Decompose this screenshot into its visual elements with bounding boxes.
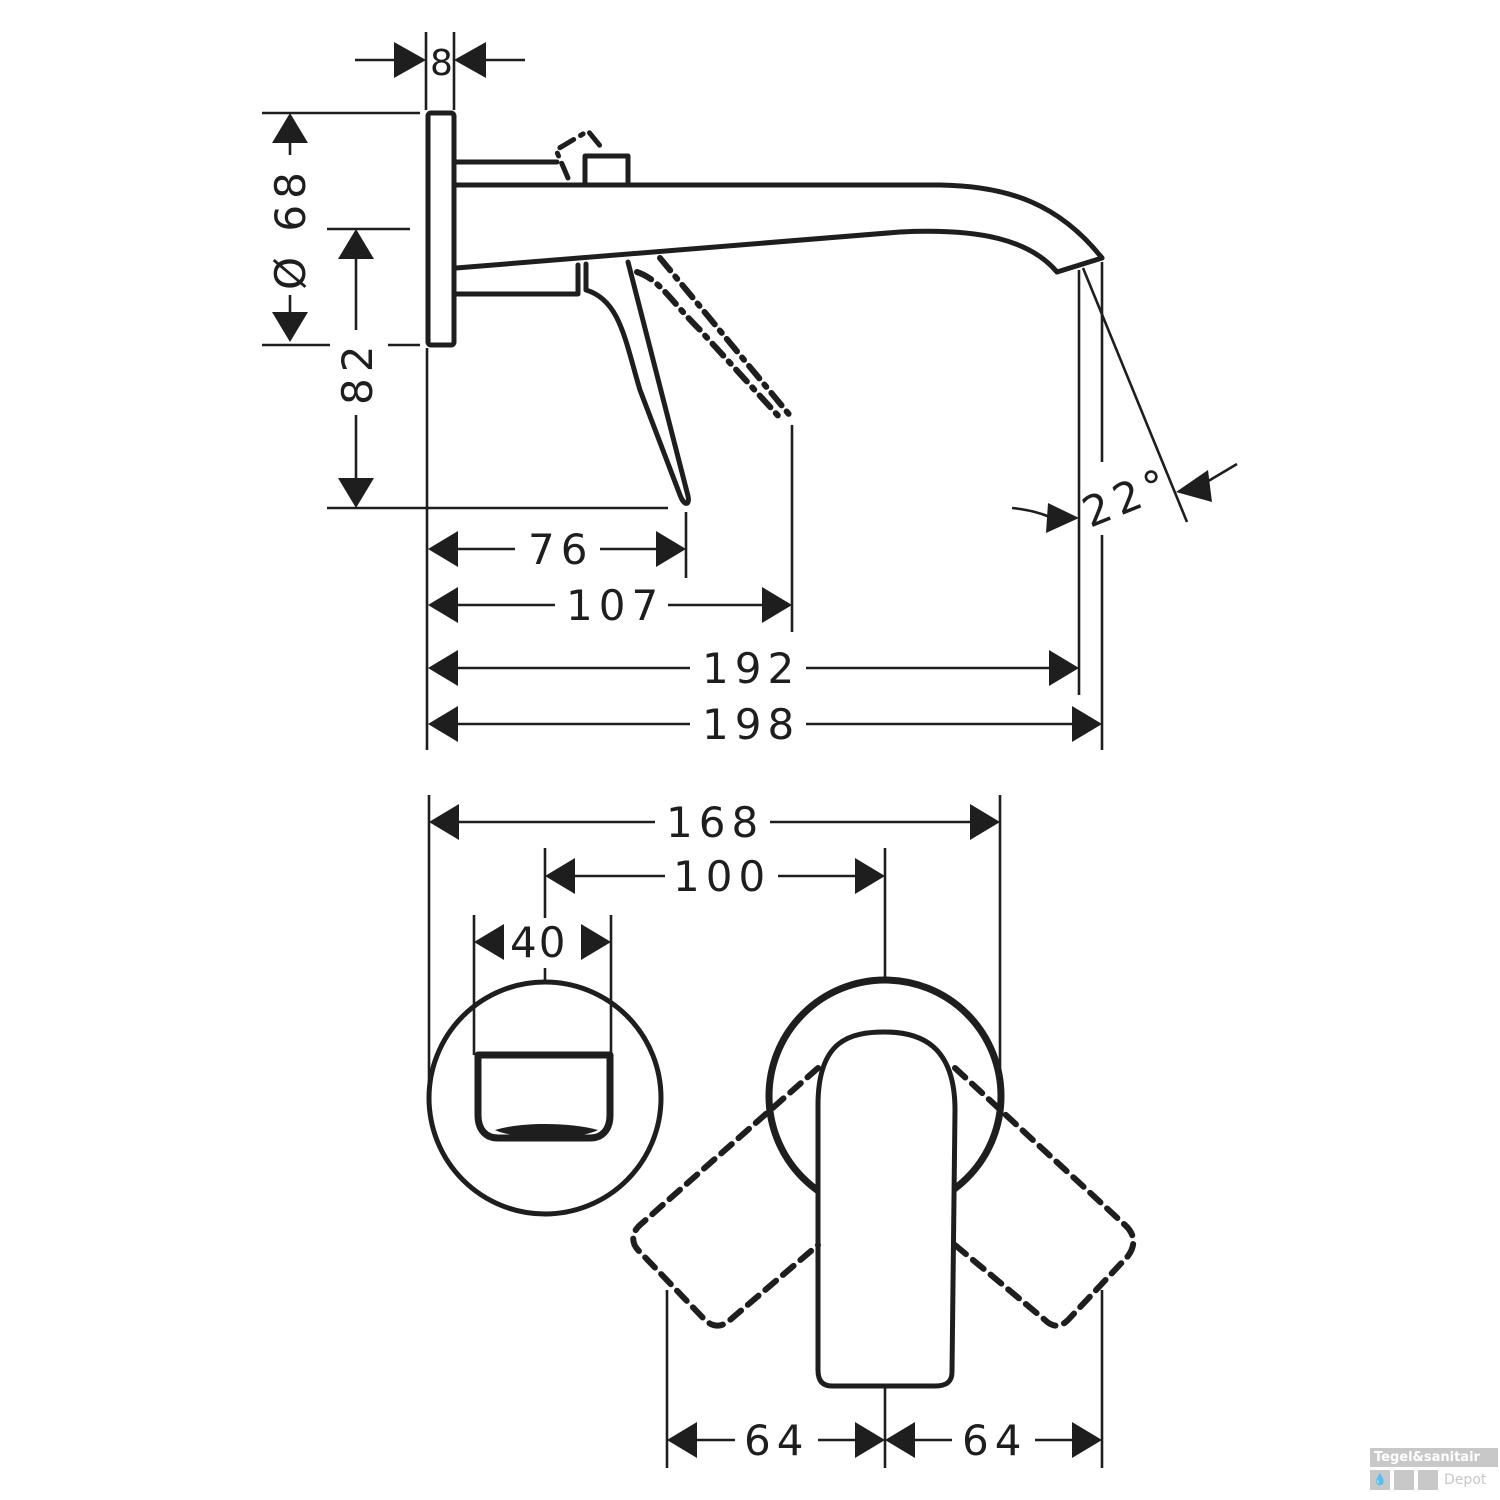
dim-rosette-diameter: Ø 68 (262, 111, 420, 347)
spout-upper-edge (625, 182, 1105, 261)
valve-cap-alt (552, 127, 604, 181)
dim-handle-height: 82 (327, 227, 668, 510)
dim-label-76: 76 (528, 525, 593, 574)
watermark-depot: Depot (1444, 1472, 1487, 1488)
water-drop-icon: 💧 (1370, 1470, 1390, 1490)
tile-square-icon (1418, 1470, 1438, 1490)
watermark-logo: Tegel&sanitair 💧 Depot (1370, 1448, 1498, 1490)
valve-body-bottom (453, 259, 691, 506)
dim-label-40: 40 (510, 918, 567, 967)
dim-rosette-thickness: 8 (355, 32, 525, 110)
dim-label-64-left: 64 (744, 1416, 809, 1465)
dim-overall-width: 168 (429, 798, 1000, 847)
tile-square-icon (1394, 1470, 1414, 1490)
spout-aerator (495, 1124, 598, 1138)
dim-label-107: 107 (566, 581, 664, 630)
dim-label-192: 192 (702, 644, 800, 693)
watermark-brand: Tegel&sanitair (1370, 1448, 1498, 1467)
spout-rosette (426, 979, 664, 1217)
front-view: 168 100 40 64 64 (426, 795, 1137, 1468)
dim-label-8: 8 (430, 43, 453, 84)
dim-center-distance: 100 (545, 852, 885, 901)
dim-spout-width: 40 (474, 918, 611, 967)
dim-handle-tip-depth: 76 (428, 525, 686, 574)
spout-outlet (1054, 255, 1105, 275)
handle-open-position-a (634, 269, 785, 423)
dim-label-64-right: 64 (962, 1416, 1027, 1465)
dim-label-82: 82 (333, 340, 382, 405)
dim-label-100: 100 (673, 852, 771, 901)
dim-spout-outlet-depth: 192 (428, 644, 1079, 693)
dim-label-22-degrees: 22° (1075, 457, 1179, 537)
spout-outlet-front (474, 1051, 614, 1142)
dim-label-198: 198 (702, 700, 800, 749)
angle-line-22 (1081, 267, 1189, 523)
handle-open-position-b (657, 255, 795, 421)
valve-body-top (453, 159, 943, 188)
valve-cap (582, 153, 631, 188)
watermark-row: 💧 Depot (1370, 1470, 1498, 1490)
dim-spout-angle: 22° (1011, 457, 1238, 537)
dim-handle-open-depth: 107 (428, 581, 792, 630)
rosette-plate (425, 110, 457, 348)
dim-label-diameter-68: Ø 68 (266, 166, 315, 290)
dim-spout-total-depth: 198 (428, 700, 1102, 749)
spout-lower-edge (453, 228, 1060, 275)
handle-swing-left (630, 1065, 821, 1329)
side-view: 8 Ø 68 82 (262, 32, 1238, 750)
dim-handle-swing: 64 64 (667, 1416, 1102, 1465)
handle-front (815, 1029, 958, 1389)
dim-label-168: 168 (666, 798, 764, 847)
handle-swing-right (952, 1065, 1137, 1329)
